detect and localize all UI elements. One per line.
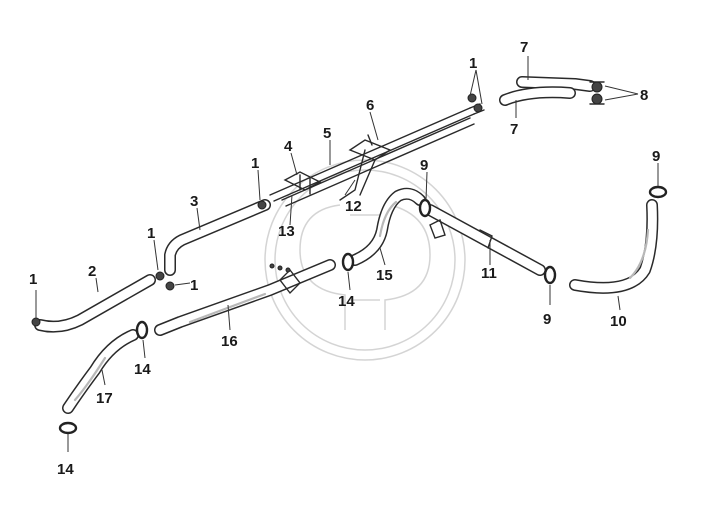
callout-9: 9 — [652, 148, 660, 165]
callout-5: 5 — [323, 125, 331, 142]
part-15-hose — [349, 187, 426, 266]
part-3-pipe — [164, 199, 271, 276]
callout-1: 1 — [29, 271, 37, 288]
callout-15: 15 — [376, 267, 393, 284]
callout-6: 6 — [366, 97, 374, 114]
callout-13: 13 — [278, 223, 295, 240]
callout-labels: 1 7 7 8 6 5 4 1 12 13 3 1 1 1 2 9 9 9 11… — [29, 39, 660, 478]
part-5-tube-assembly — [269, 103, 485, 207]
clamp-9-right — [648, 185, 668, 199]
callout-2: 2 — [88, 263, 96, 280]
callout-11: 11 — [481, 265, 497, 282]
callout-1: 1 — [251, 155, 259, 172]
part-6-bracket — [339, 134, 392, 201]
callout-9: 9 — [543, 311, 551, 328]
callout-1: 1 — [190, 277, 198, 294]
clamp-9-upper — [418, 198, 432, 218]
callout-16: 16 — [221, 333, 238, 350]
callout-3: 3 — [190, 193, 198, 210]
callout-1: 1 — [469, 55, 477, 72]
leader-lines — [35, 56, 659, 452]
part-17-hose — [62, 329, 139, 414]
callout-10: 10 — [610, 313, 627, 330]
part-2-hose — [34, 274, 156, 333]
clamp-14-bottom — [58, 421, 78, 435]
callout-7: 7 — [510, 121, 518, 138]
callout-9: 9 — [420, 157, 428, 174]
clamp-14-mid — [341, 252, 355, 272]
watermark-logo — [264, 159, 466, 361]
part-11-pipe — [424, 204, 546, 276]
callout-1: 1 — [147, 225, 155, 242]
callout-14: 14 — [57, 461, 74, 478]
callout-17: 17 — [96, 390, 113, 407]
clamp-14-left — [135, 320, 149, 340]
clamp-9-lower — [543, 265, 557, 285]
callout-14: 14 — [134, 361, 151, 378]
callout-14: 14 — [338, 293, 355, 310]
part-16-pipe — [154, 259, 336, 336]
part-8-clamps — [589, 81, 605, 105]
callout-7: 7 — [520, 39, 528, 56]
callout-12: 12 — [345, 198, 362, 215]
part-7-hoses — [499, 76, 596, 106]
clamps — [31, 93, 668, 435]
callout-8: 8 — [640, 87, 648, 104]
part-4-bracket — [283, 171, 322, 195]
part-10-hose — [569, 199, 659, 294]
callout-4: 4 — [284, 138, 293, 155]
